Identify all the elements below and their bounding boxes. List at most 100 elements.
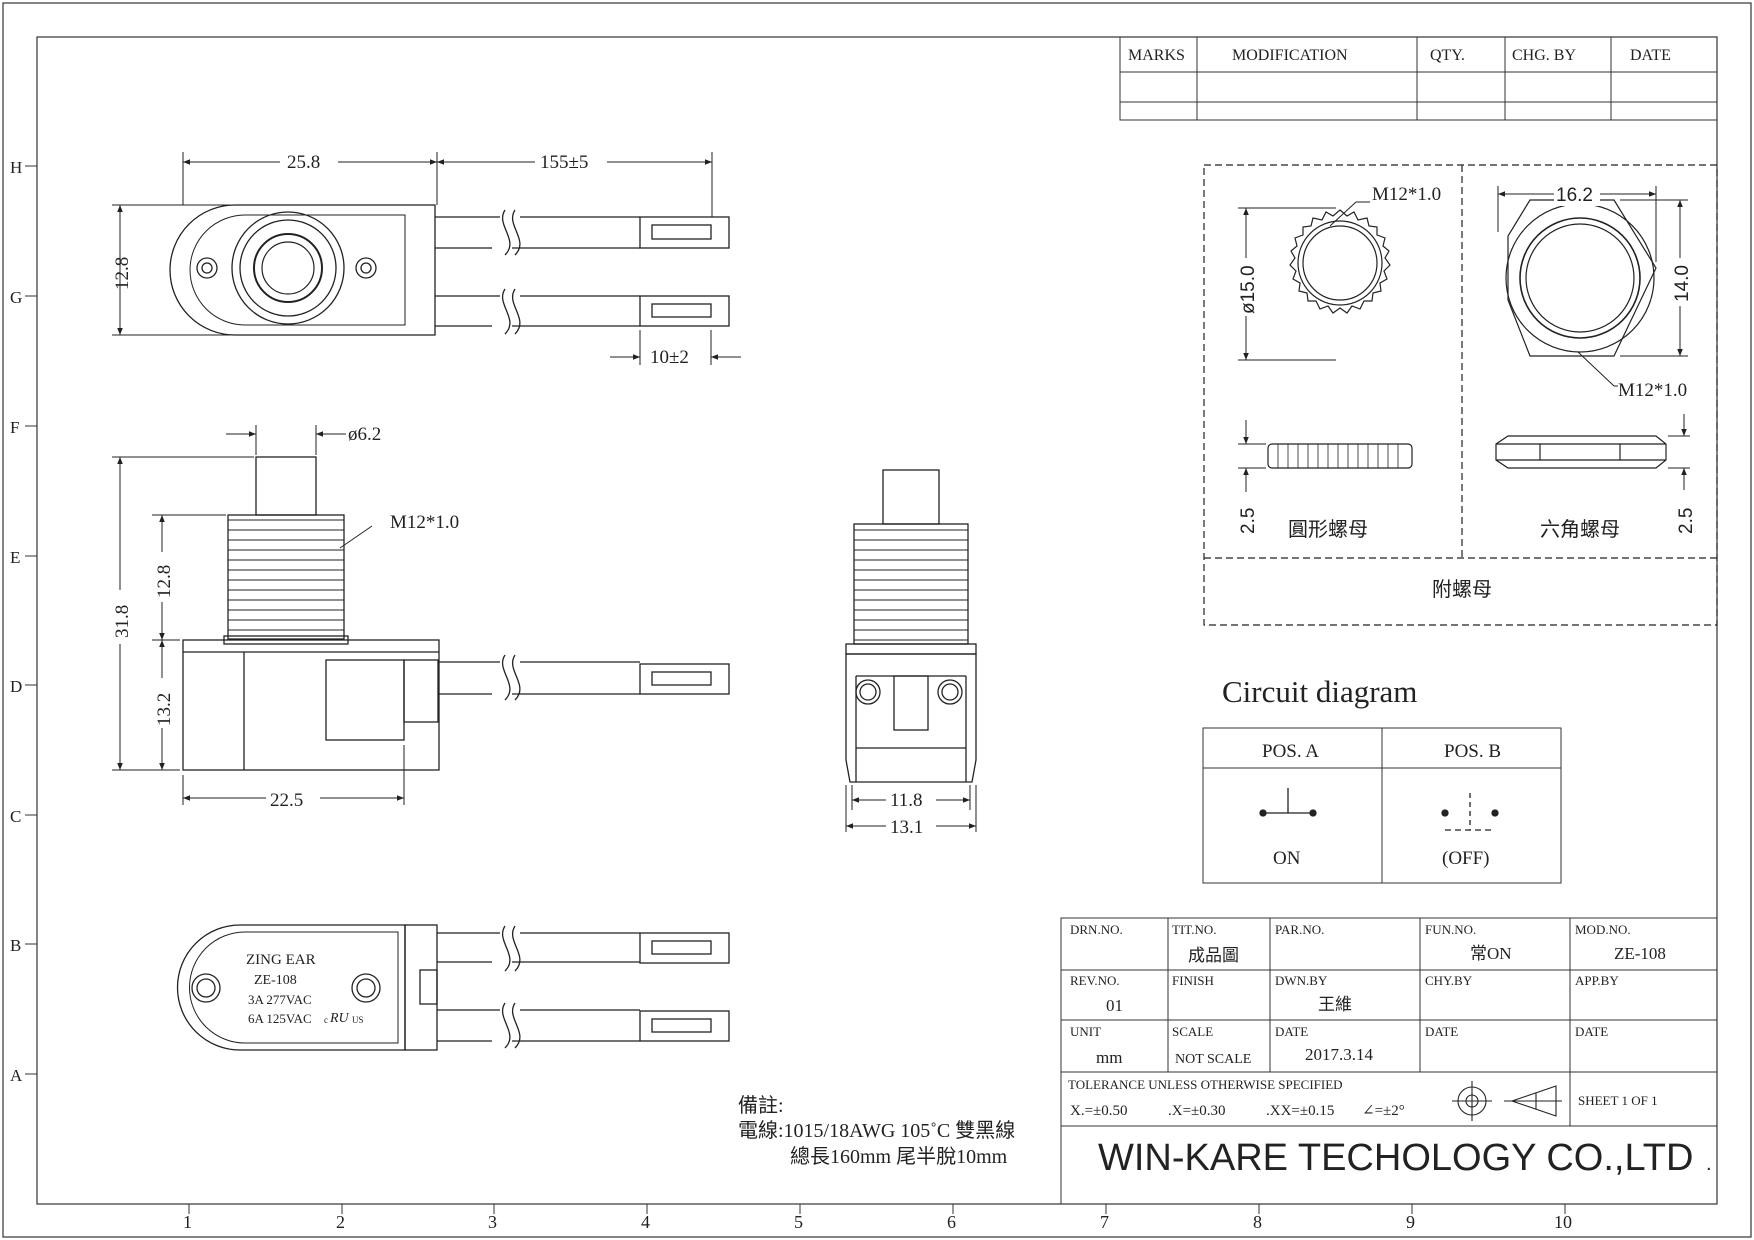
ul-logo: c RU US: [324, 1011, 364, 1026]
grid-col-2: 2: [336, 1212, 345, 1232]
tb-date-3: DATE: [1575, 1024, 1608, 1039]
dim-top-height: 12.8: [112, 257, 133, 290]
side-view: [182, 456, 730, 771]
grid-col-4: 4: [641, 1212, 650, 1232]
grid-col-3: 3: [488, 1212, 497, 1232]
grid-row-a: A: [10, 1066, 23, 1085]
hex-nut: [1495, 199, 1667, 469]
rev-header-chg-by: CHG. BY: [1512, 47, 1576, 64]
circuit-title: Circuit diagram: [1222, 674, 1417, 709]
grid-row-f: F: [10, 418, 19, 437]
tb-tit-no: TIT.NO.: [1172, 922, 1217, 937]
tb-date: DATE: [1275, 1024, 1308, 1039]
tb-unit-value: mm: [1096, 1048, 1122, 1067]
tb-scale-value: NOT SCALE: [1175, 1052, 1251, 1067]
tb-dwn-by: DWN.BY: [1275, 973, 1328, 988]
tb-date-2: DATE: [1425, 1024, 1458, 1039]
rev-header-date: DATE: [1630, 47, 1671, 64]
switch-symbol-on: [1259, 788, 1317, 817]
circuit-state-off: (OFF): [1442, 848, 1490, 869]
hex-nut-thread: M12*1.0: [1618, 380, 1687, 401]
tb-fun-no: FUN.NO.: [1425, 922, 1476, 937]
top-view: [169, 204, 730, 336]
tb-mod-no: MOD.NO.: [1575, 922, 1631, 937]
dim-front-inner: 11.8: [890, 790, 923, 811]
side-thread: [228, 519, 344, 631]
rev-header-marks: MARKS: [1128, 47, 1185, 64]
tb-scale: SCALE: [1172, 1024, 1213, 1039]
grid-col-7: 7: [1100, 1212, 1109, 1232]
front-view: [845, 469, 977, 783]
circuit-state-on: ON: [1273, 848, 1301, 869]
rev-header-qty: QTY.: [1430, 47, 1465, 64]
grid-col-9: 9: [1406, 1212, 1415, 1232]
notes-heading: 備註:: [738, 1094, 784, 1117]
round-nut-dimensions: [1238, 201, 1370, 492]
bottom-model: ZE-108: [254, 973, 297, 988]
bottom-rating-1: 3A 277VAC: [248, 992, 312, 1007]
switch-symbol-off: [1441, 793, 1499, 831]
hex-nut-label: 六角螺母: [1540, 518, 1620, 541]
company-name: WIN-KARE TECHOLOGY CO.,LTD: [1098, 1137, 1693, 1179]
tb-tit-no-value: 成品圖: [1188, 946, 1239, 965]
tb-tol-1: X.=±0.50: [1070, 1103, 1128, 1119]
circuit-pos-a: POS. A: [1262, 741, 1319, 762]
hex-nut-width: 16.2: [1556, 185, 1593, 206]
tb-mod-no-value: ZE-108: [1614, 944, 1666, 963]
ul-c: c: [324, 1015, 328, 1025]
dim-front-outer: 13.1: [890, 817, 923, 838]
grid-row-b: B: [10, 936, 21, 955]
rev-header-modification: MODIFICATION: [1232, 47, 1348, 64]
dim-side-thread: 12.8: [154, 565, 175, 598]
bottom-brand: ZING EAR: [246, 952, 316, 968]
tb-fun-no-value: 常ON: [1470, 944, 1512, 963]
bottom-view: [176, 924, 730, 1051]
side-view-dimensions: [112, 425, 405, 805]
dim-plunger-diameter: ø6.2: [348, 424, 381, 445]
tb-rev-no-value: 01: [1106, 996, 1123, 1015]
hex-nut-thickness: 2.5: [1676, 508, 1697, 534]
revision-table: [1119, 36, 1718, 121]
circuit-pos-b: POS. B: [1444, 741, 1501, 762]
dim-top-strip: 10±2: [650, 347, 689, 368]
round-nut-label: 圓形螺母: [1288, 518, 1368, 541]
nuts-panel: [1203, 164, 1718, 626]
grid-row-h: H: [10, 158, 22, 177]
round-nut-thread: M12*1.0: [1372, 184, 1441, 205]
tb-app-by: APP.BY: [1575, 973, 1619, 988]
side-thread-label: M12*1.0: [390, 512, 459, 533]
tb-tol-2: .X=±0.30: [1168, 1103, 1226, 1119]
hex-nut-height: 14.0: [1672, 265, 1693, 302]
dim-side-body: 13.2: [154, 693, 175, 726]
tb-unit: UNIT: [1070, 1024, 1101, 1039]
company-name-dot: .: [1706, 1153, 1712, 1175]
grid-col-5: 5: [794, 1212, 803, 1232]
grid-col-10: 10: [1554, 1212, 1572, 1232]
tb-finish: FINISH: [1172, 973, 1214, 988]
tb-chy-by: CHY.BY: [1425, 973, 1473, 988]
tb-rev-no: REV.NO.: [1070, 973, 1120, 988]
round-nut-thickness: 2.5: [1238, 508, 1259, 534]
grid-row-d: D: [10, 677, 22, 696]
round-nut: [1267, 209, 1413, 469]
circuit-table: [1202, 727, 1562, 884]
nuts-caption: 附螺母: [1432, 578, 1492, 601]
bottom-rating-2: 6A 125VAC: [248, 1011, 312, 1026]
dim-side-total: 31.8: [112, 605, 133, 638]
tb-tolerance: TOLERANCE UNLESS OTHERWISE SPECIFIED: [1068, 1077, 1343, 1092]
grid-row-g: G: [10, 288, 22, 307]
grid-col-6: 6: [947, 1212, 956, 1232]
tb-sheet: SHEET 1 OF 1: [1578, 1093, 1658, 1108]
notes-line-2: 總長160mm 尾半脫10mm: [790, 1145, 1008, 1168]
dim-top-lead: 155±5: [540, 152, 588, 173]
grid-row-c: C: [10, 807, 21, 826]
tb-tol-3: .XX=±0.15: [1266, 1103, 1334, 1119]
round-nut-diameter: ø15.0: [1238, 265, 1259, 314]
dim-top-width: 25.8: [287, 152, 320, 173]
grid-row-labels: H G F E D C B A: [10, 158, 37, 1085]
ul-mark: RU: [329, 1011, 350, 1026]
tb-date-value: 2017.3.14: [1305, 1045, 1374, 1064]
round-nut-knurl: [1289, 209, 1391, 314]
dim-side-base: 22.5: [270, 790, 303, 811]
